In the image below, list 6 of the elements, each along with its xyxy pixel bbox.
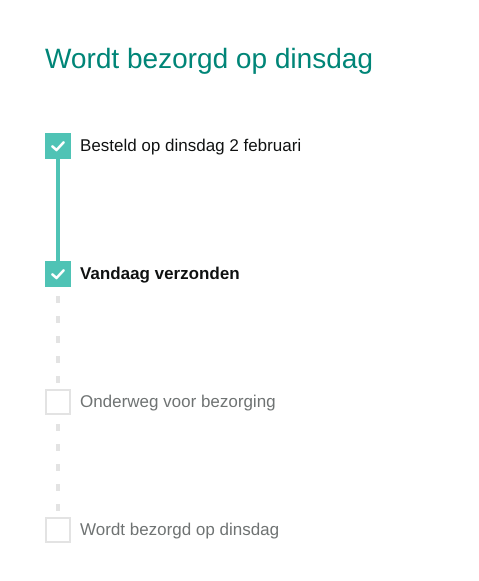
step-label: Vandaag verzonden xyxy=(80,264,240,284)
step-label: Wordt bezorgd op dinsdag xyxy=(80,520,280,540)
step-label: Besteld op dinsdag 2 februari xyxy=(80,136,302,156)
timeline-line xyxy=(56,159,60,261)
heading: Wordt bezorgd op dinsdag xyxy=(45,42,373,76)
step-label: Onderweg voor bezorging xyxy=(80,392,276,412)
